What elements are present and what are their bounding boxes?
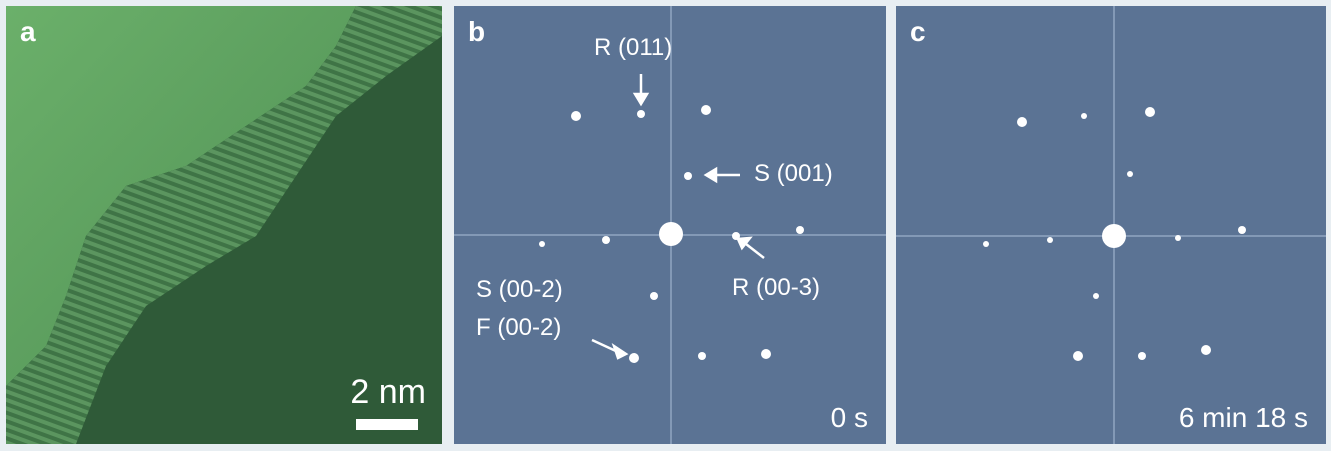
arrow-head-f002 — [611, 342, 629, 360]
label-r003: R (00-3) — [732, 274, 821, 301]
spot — [1175, 235, 1181, 241]
spot — [1081, 113, 1087, 119]
spot — [1201, 345, 1211, 355]
spot — [1127, 171, 1133, 177]
spot-f002 — [629, 353, 639, 363]
central-spot — [659, 222, 683, 246]
arrow-head-r003 — [736, 236, 753, 251]
spot — [1073, 351, 1083, 361]
spot — [983, 241, 989, 247]
panel-c-fft-pattern: c 6 min 18 s — [896, 6, 1326, 444]
arrow-f002 — [591, 338, 619, 354]
arrow-head-s001 — [703, 166, 718, 184]
time-label-c: 6 min 18 s — [1178, 402, 1308, 433]
scale-bar-label: 2 nm — [350, 373, 426, 411]
spot — [1145, 107, 1155, 117]
label-r011: R (011) — [594, 34, 673, 61]
spot-s001 — [684, 172, 692, 180]
label-s001: S (001) — [754, 160, 833, 187]
spot — [539, 241, 545, 247]
panel-letter-a: a — [20, 16, 36, 47]
label-s002: S (00-2) — [476, 276, 563, 303]
diffraction-spots — [539, 105, 804, 363]
spot — [698, 352, 706, 360]
spot — [701, 105, 711, 115]
spot — [1093, 293, 1099, 299]
time-label-b: 0 s — [830, 402, 868, 433]
spot-r011 — [637, 110, 645, 118]
spot — [602, 236, 610, 244]
panel-b-fft-pattern: b R (011) S (001) R (00-3) S (00-2) F (0… — [454, 6, 886, 444]
panel-letter-b: b — [468, 16, 486, 47]
spot — [1238, 226, 1246, 234]
lattice-image — [6, 6, 442, 444]
lattice-fringes — [6, 6, 442, 444]
panel-letter-c: c — [910, 16, 926, 47]
diffraction-spots — [983, 107, 1246, 361]
spot — [761, 349, 771, 359]
fft-pattern-c — [896, 6, 1326, 444]
label-f002: F (00-2) — [476, 314, 562, 341]
arrow-head-r011 — [632, 92, 650, 107]
spot — [796, 226, 804, 234]
fft-pattern-b — [454, 6, 886, 444]
spot — [571, 111, 581, 121]
panel-a-hrtem-image: a 2 nm — [6, 6, 442, 444]
spot-s002 — [650, 292, 658, 300]
central-spot — [1102, 224, 1126, 248]
spot — [1047, 237, 1053, 243]
spot — [1138, 352, 1146, 360]
arrow-r003 — [745, 243, 765, 259]
scale-bar — [356, 419, 418, 430]
thin-region — [6, 6, 356, 386]
spot — [1017, 117, 1027, 127]
